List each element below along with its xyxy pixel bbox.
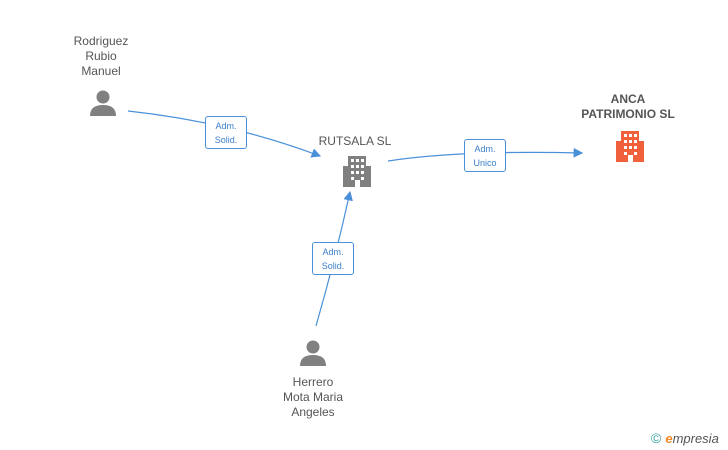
copyright-symbol: © (651, 430, 662, 446)
company-center-name[interactable]: RUTSALA SL (318, 134, 392, 148)
edge-badge-line2: Unico (473, 158, 497, 168)
edge-badge-line1: Adm. (322, 247, 344, 257)
edge-badge-bottom[interactable]: Adm. Solid. (312, 242, 354, 275)
watermark: © empresia (651, 430, 719, 446)
brand-initial: e (665, 430, 673, 446)
brand-logo: empresia (665, 431, 718, 446)
person-icon[interactable] (298, 338, 328, 368)
person-icon[interactable] (88, 88, 118, 118)
edge-badge-line2: Solid. (214, 135, 238, 145)
edge-badge-right[interactable]: Adm. Unico (464, 139, 506, 172)
building-icon[interactable] (341, 154, 373, 188)
edge-badge-top[interactable]: Adm. Solid. (205, 116, 247, 149)
building-main-icon[interactable] (614, 129, 646, 163)
edge-badge-line2: Solid. (321, 261, 345, 271)
person-top-name[interactable]: Rodriguez Rubio Manuel (73, 34, 129, 78)
edge-badge-line1: Adm. (215, 121, 237, 131)
edge-badge-line1: Adm. (474, 144, 496, 154)
company-main-name[interactable]: ANCA PATRIMONIO SL (581, 92, 675, 121)
person-bottom-name[interactable]: Herrero Mota Maria Angeles (282, 375, 344, 419)
brand-rest: mpresia (672, 430, 719, 446)
